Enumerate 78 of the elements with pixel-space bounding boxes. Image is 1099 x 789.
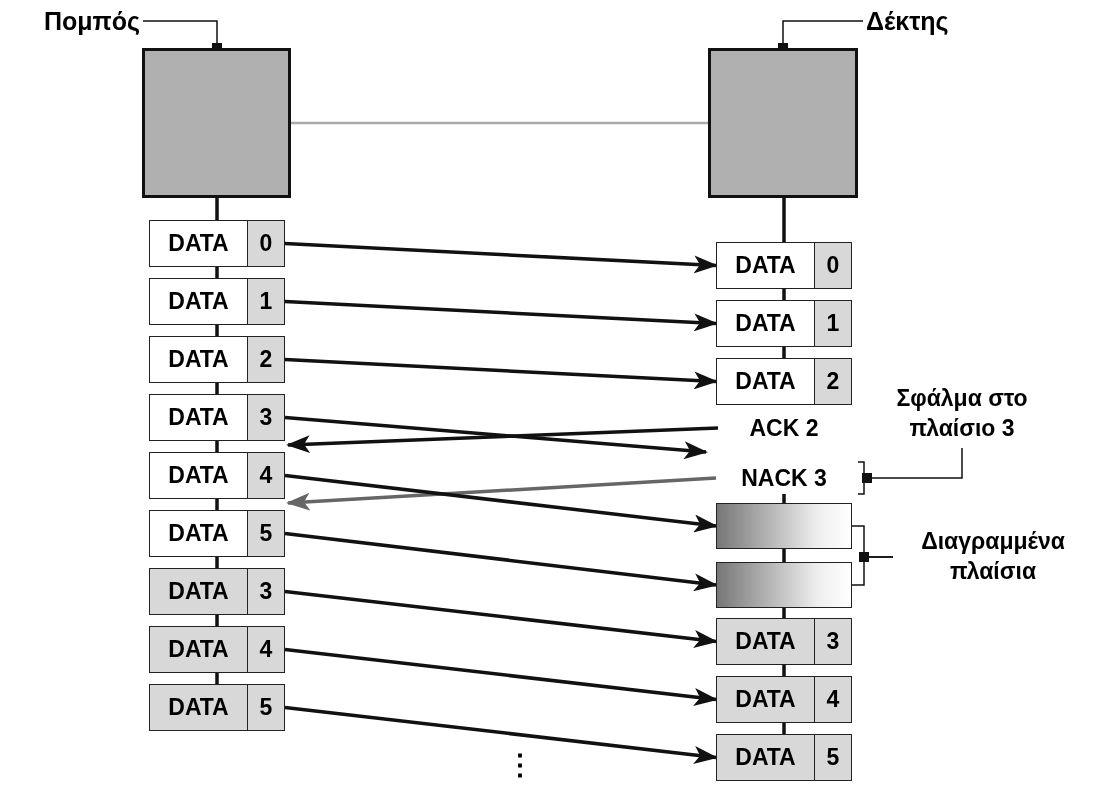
frame-box xyxy=(149,626,285,673)
frame-number: 5 xyxy=(248,511,284,556)
arrow xyxy=(286,476,717,511)
frame-number: 5 xyxy=(248,685,284,730)
frame-label: DATA xyxy=(717,735,815,780)
frame-box xyxy=(716,358,852,405)
frame-number: 1 xyxy=(815,301,851,346)
frame-box xyxy=(149,394,285,441)
arrow xyxy=(284,241,718,274)
arrow xyxy=(284,299,718,332)
arrow xyxy=(284,473,718,533)
leader-line xyxy=(871,447,963,479)
link-line xyxy=(215,198,219,220)
frame-box xyxy=(149,510,285,557)
note-text: Διαγραμμένα πλαίσια xyxy=(893,522,1093,592)
arrow xyxy=(284,705,718,764)
link-line xyxy=(215,267,219,278)
leader-line xyxy=(851,556,894,586)
frame-number: 4 xyxy=(248,627,284,672)
device-box xyxy=(142,48,291,198)
frame-box xyxy=(716,676,852,723)
frame-label: DATA xyxy=(150,569,248,614)
link-line xyxy=(215,673,219,684)
link-line xyxy=(782,549,786,562)
frame-number: 2 xyxy=(248,337,284,382)
arrow xyxy=(284,531,718,592)
link-line xyxy=(782,723,786,734)
ellipsis-mark: ⋮ xyxy=(506,748,534,781)
frame-number: 0 xyxy=(248,221,284,266)
link-line xyxy=(782,608,786,618)
frame-number: 3 xyxy=(248,395,284,440)
station-label: Δέκτης xyxy=(866,4,949,38)
message-label: ACK 2 xyxy=(718,412,850,444)
device-box xyxy=(708,48,858,198)
link-line xyxy=(291,121,708,125)
link-line xyxy=(782,665,786,676)
link-line xyxy=(782,198,786,242)
frame-label: DATA xyxy=(150,685,248,730)
frame-box xyxy=(149,220,285,267)
frame-box xyxy=(716,300,852,347)
frame-box xyxy=(149,684,285,731)
arrow xyxy=(286,426,719,454)
arrow xyxy=(284,589,718,648)
frame-label: DATA xyxy=(150,627,248,672)
frame-number: 2 xyxy=(815,359,851,404)
station-label: Πομπός xyxy=(44,4,141,38)
link-line xyxy=(782,494,786,503)
frame-box xyxy=(149,278,285,325)
link-line xyxy=(215,557,219,568)
note-text: Σφάλμα στο πλαίσιο 3 xyxy=(862,380,1062,448)
frame-number: 5 xyxy=(815,735,851,780)
frame-number: 4 xyxy=(815,677,851,722)
frame-box xyxy=(716,242,852,289)
link-line xyxy=(215,325,219,336)
frame-label: DATA xyxy=(717,677,815,722)
frame-box xyxy=(149,452,285,499)
frame-number: 1 xyxy=(248,279,284,324)
link-line xyxy=(215,499,219,510)
link-line xyxy=(215,441,219,452)
frame-box xyxy=(149,568,285,615)
discarded-frame-box xyxy=(716,562,852,608)
arrow xyxy=(284,415,708,460)
frame-box xyxy=(716,734,852,781)
frame-number: 0 xyxy=(815,243,851,288)
frame-number: 3 xyxy=(248,569,284,614)
message-label: NACK 3 xyxy=(740,463,828,493)
discarded-frame-box xyxy=(716,503,852,549)
link-line xyxy=(215,615,219,626)
link-line xyxy=(215,383,219,394)
arrow xyxy=(284,357,718,390)
link-line xyxy=(782,347,786,358)
frame-label: DATA xyxy=(717,619,815,664)
frame-box xyxy=(716,618,852,665)
frame-box xyxy=(149,336,285,383)
frame-number: 4 xyxy=(248,453,284,498)
arrow xyxy=(284,647,718,706)
link-line xyxy=(782,289,786,300)
frame-number: 3 xyxy=(815,619,851,664)
